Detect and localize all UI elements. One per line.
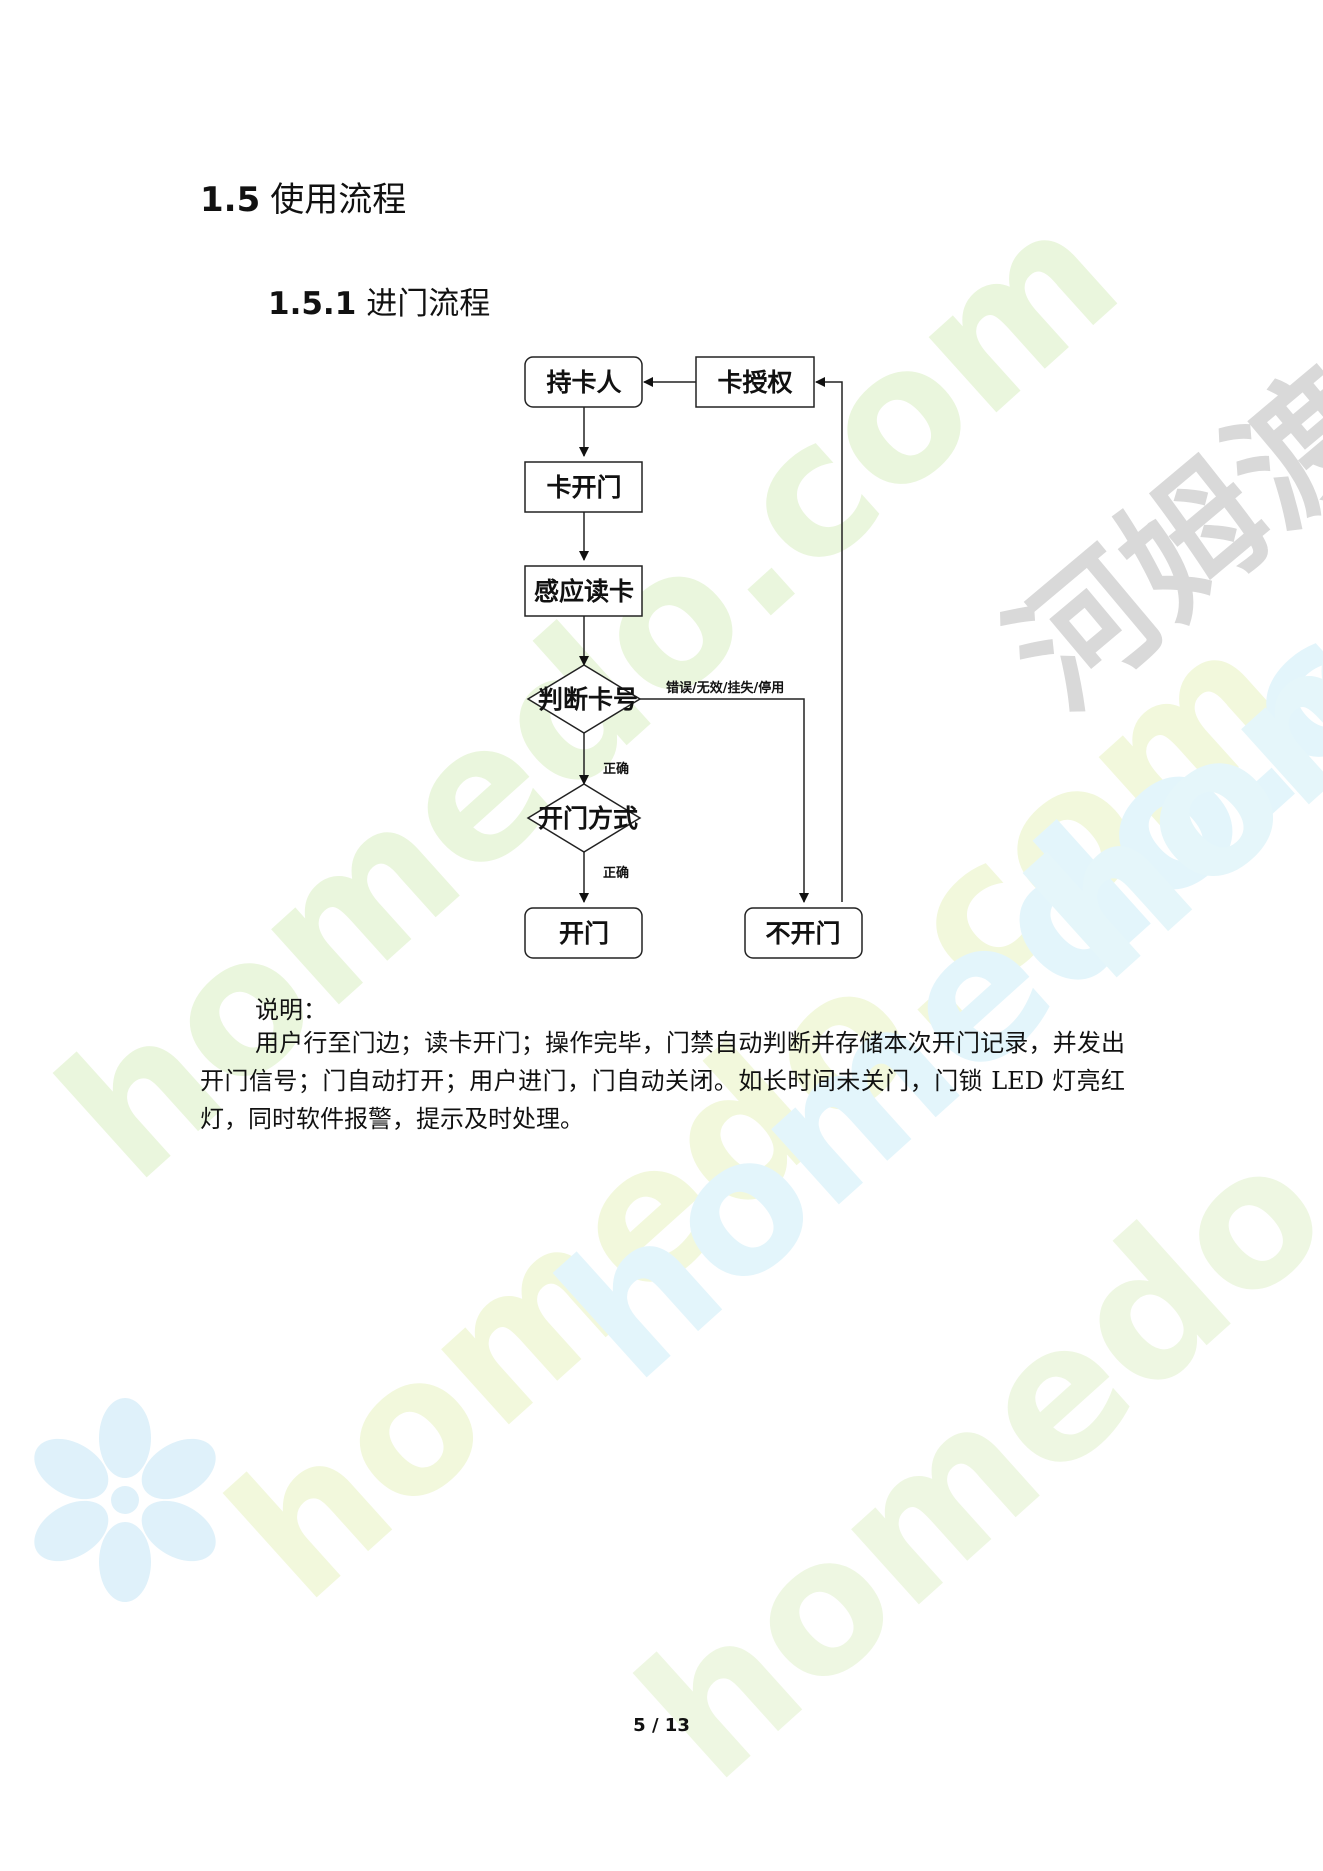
node-sense-read-label: 感应读卡 <box>534 577 634 606</box>
edge-label-correct-1: 正确 <box>603 761 629 777</box>
subsection-number: 1.5.1 <box>268 286 357 322</box>
watermark-hemudu: 河姆渡 <box>980 340 1323 740</box>
node-judge-card-label: 判断卡号 <box>538 685 638 714</box>
node-open-mode <box>526 783 642 853</box>
node-card-auth <box>695 356 815 408</box>
flower-logo-watermark <box>34 1398 216 1602</box>
node-card-open <box>524 461 643 513</box>
section-title-text: 使用流程 <box>270 180 407 220</box>
edge-no-open-to-card-auth <box>815 377 843 902</box>
edge-label-correct-2: 正确 <box>603 865 629 881</box>
node-open-mode-label: 开门方式 <box>538 804 638 833</box>
description-label: 说明： <box>255 996 327 1024</box>
node-card-open-label: 卡开门 <box>546 473 621 502</box>
node-cardholder <box>524 356 643 408</box>
edge-label-error: 错误/无效/挂失/停用 <box>666 680 784 696</box>
node-cardholder-label: 持卡人 <box>546 368 621 397</box>
watermark-homedo: homedo.com <box>990 0 1323 1021</box>
node-no-open-label: 不开门 <box>765 919 840 948</box>
node-sense-read <box>524 565 643 617</box>
node-open-door-label: 开门 <box>559 919 609 948</box>
edge-judge-to-no-open <box>640 698 809 903</box>
node-open-door <box>524 907 643 959</box>
node-no-open <box>744 907 863 959</box>
section-number: 1.5 <box>200 180 261 220</box>
subsection-title-text: 进门流程 <box>366 286 491 322</box>
entry-flowchart: 持卡人 卡授权 卡开门 感应读卡 判断卡号 开门方式 开门 不开门 错误/无效/… <box>524 356 863 959</box>
node-card-auth-label: 卡授权 <box>717 368 792 397</box>
page-number: 5 / 13 <box>633 1715 690 1736</box>
node-judge-card <box>526 664 642 734</box>
description-body: 用户行至门边；读卡开门；操作完毕，门禁自动判断并存储本次开门记录，并发出开门信号… <box>200 1029 1125 1133</box>
